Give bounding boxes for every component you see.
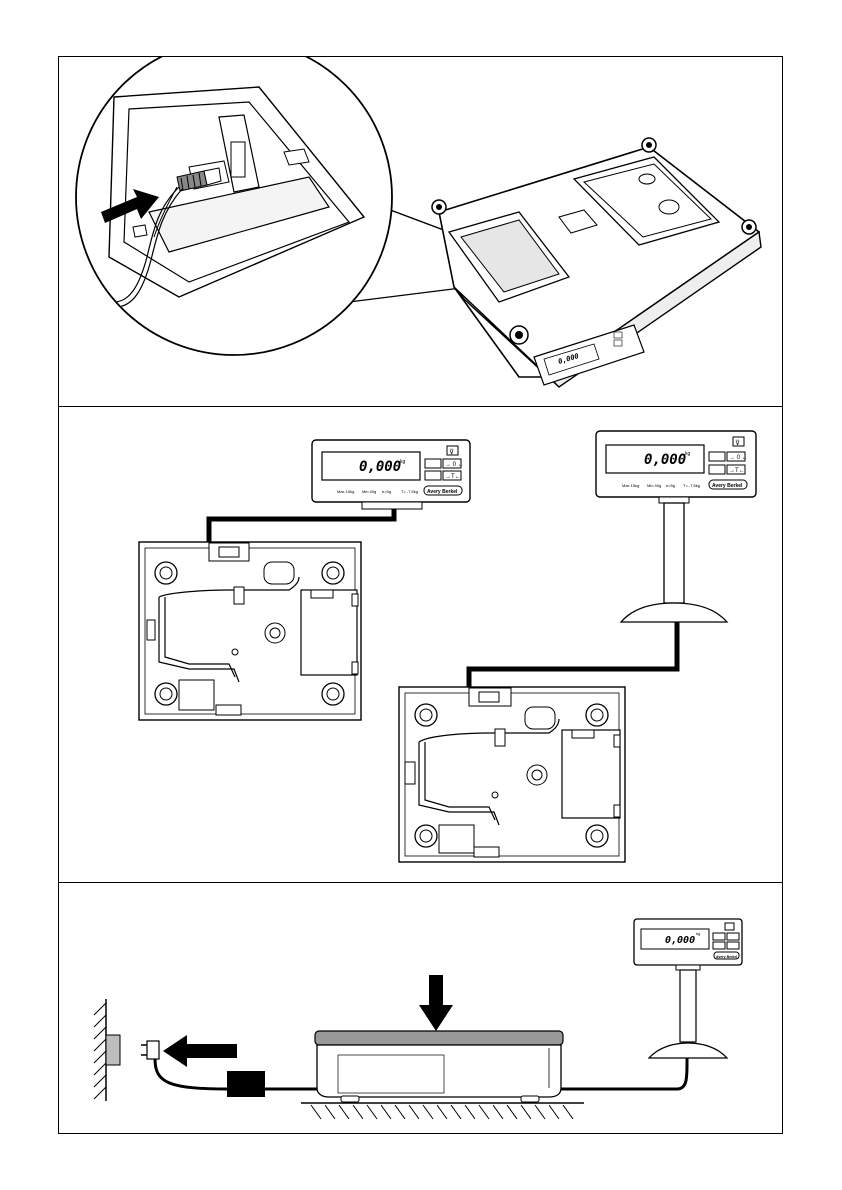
display-c-brand: Avery Berkel [716,955,737,959]
display-b-brand: Avery Berkel [712,483,743,489]
svg-text:Min 40g: Min 40g [647,483,661,488]
svg-text:T= -7,5kg: T= -7,5kg [683,483,700,488]
scale-base-b [399,687,625,862]
display-a-reading: 0,000 [359,459,401,475]
svg-text:→T←: →T← [729,468,745,474]
display-a-unit: kg [400,459,406,465]
load-arrow-icon [419,975,453,1031]
display-c-unit: kg [696,931,700,936]
magnified-detail [76,57,392,355]
power-plug [141,1041,159,1059]
display-b-wifi-icon: ⊽ [735,439,740,447]
panel-connector-detail: 0,000 [58,56,783,407]
display-unit-b: 0,000 kg ⊽ → 0 ← →T← Max 15kg Min 40g e=… [596,431,756,622]
display-c-reading: 0,000 [665,935,695,946]
display-c-zero-button[interactable] [727,933,739,940]
display-a-brand: Avery Berkel [427,489,458,495]
weighing-platform [315,1031,563,1045]
routing-illustration: 0,000 kg ⊽ → 0 ← →T← Max 15kg Min 40g e=… [59,407,783,883]
scale-side-view [315,1031,563,1102]
svg-text:e=5g: e=5g [382,489,391,494]
display-c-tare-button[interactable] [727,942,739,949]
panel-power-connection: 0,000 kg Avery Berkel [58,882,783,1134]
display-b-unit: kg [685,451,691,457]
scale-body: 0,000 [432,138,761,387]
svg-text:T= -7,5kg: T= -7,5kg [401,489,418,494]
svg-text:Max 15kg: Max 15kg [337,489,354,494]
scale-base-a [139,542,361,720]
power-adapter [227,1071,265,1097]
power-illustration: 0,000 kg Avery Berkel [59,883,783,1134]
svg-text:Max 15kg: Max 15kg [622,483,639,488]
display-unit-a: 0,000 kg ⊽ → 0 ← →T← Max 15kg Min 40g e=… [312,440,470,509]
svg-text:e=5g: e=5g [666,483,675,488]
svg-text:→ 0 ←: → 0 ← [729,455,748,461]
connector-illustration: 0,000 [59,57,783,407]
wall-socket [94,999,120,1101]
svg-text:→T←: →T← [445,474,461,480]
svg-text:→ 0 ←: → 0 ← [445,462,464,468]
display-b-reading: 0,000 [644,452,686,468]
panel-cable-routing: 0,000 kg ⊽ → 0 ← →T← Max 15kg Min 40g e=… [58,406,783,883]
plug-in-arrow-icon [163,1035,237,1067]
svg-text:Min 40g: Min 40g [362,489,376,494]
floor [301,1103,584,1119]
display-unit-c: 0,000 kg Avery Berkel [634,919,742,1058]
display-a-wifi-icon: ⊽ [449,448,454,456]
